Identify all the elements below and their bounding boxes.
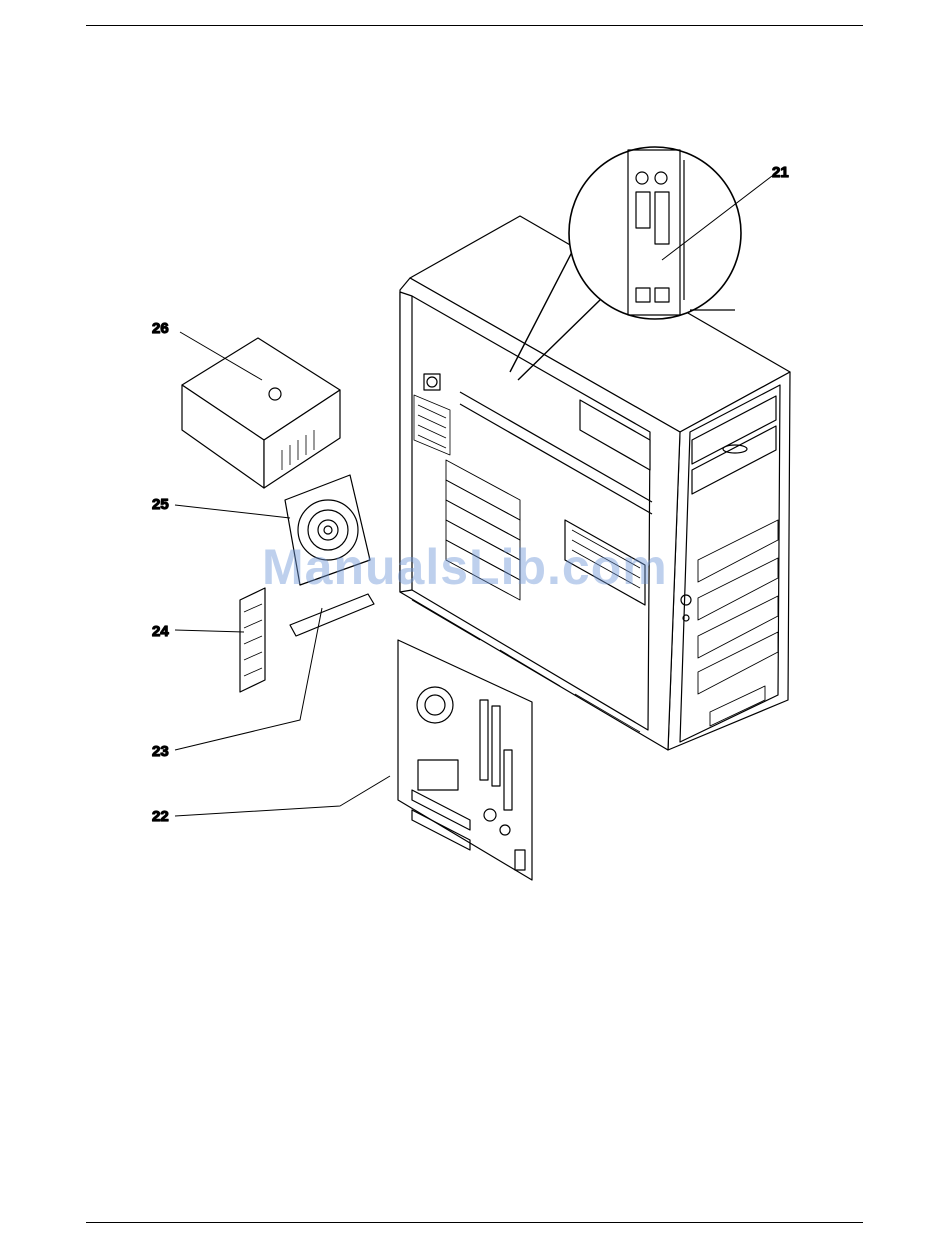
callout-22: 22 [152, 808, 169, 825]
bracket [240, 588, 265, 692]
callout-25: 25 [152, 496, 169, 513]
watermark: ManualsLib.com [262, 538, 702, 596]
power-supply [182, 338, 340, 488]
retention-bar [290, 594, 374, 636]
callout-21: 21 [772, 164, 789, 181]
motherboard [398, 640, 532, 880]
callout-26: 26 [152, 320, 169, 337]
callout-24: 24 [152, 623, 169, 640]
callout-23: 23 [152, 743, 169, 760]
